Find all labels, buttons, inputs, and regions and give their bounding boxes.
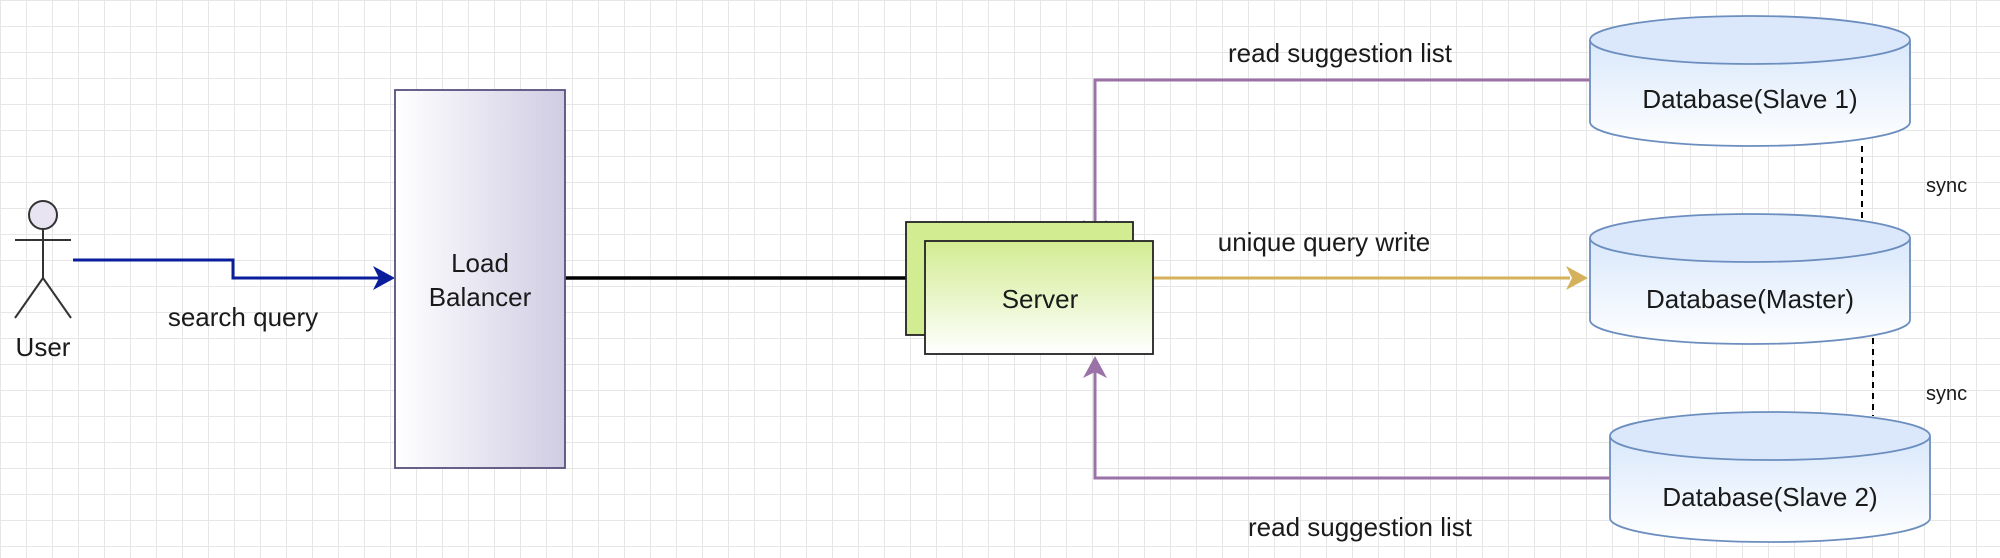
edge-search-query (73, 258, 395, 290)
load-balancer-label-line2: Balancer (429, 282, 532, 312)
server-label: Server (1002, 284, 1079, 314)
edge-read-suggestion-bottom (1083, 356, 1610, 480)
arrowhead-icon (1083, 356, 1107, 378)
db-master-label: Database(Master) (1646, 284, 1854, 314)
edge-unique-query-write (1153, 266, 1588, 290)
db-slave2-node[interactable] (1609, 411, 1931, 543)
read-suggestion-bottom-label: read suggestion list (1248, 512, 1473, 542)
search-query-label: search query (168, 302, 318, 332)
sync-top-label: sync (1926, 175, 1967, 197)
load-balancer-label-line1: Load (451, 248, 509, 278)
user-label: User (16, 332, 71, 362)
read-suggestion-top-label: read suggestion list (1228, 38, 1453, 68)
db-slave1-node[interactable] (1589, 15, 1911, 147)
sync-bottom-label: sync (1926, 383, 1967, 405)
load-balancer-node[interactable] (394, 89, 566, 469)
db-slave1-label: Database(Slave 1) (1642, 84, 1857, 114)
server-node[interactable] (924, 240, 1154, 355)
arrowhead-icon (1566, 266, 1588, 290)
user-actor-icon[interactable] (14, 200, 72, 319)
arrowhead-icon (373, 266, 395, 290)
db-master-node[interactable] (1589, 213, 1911, 345)
edge-read-suggestion-top (1083, 78, 1590, 242)
db-slave2-label: Database(Slave 2) (1662, 482, 1877, 512)
unique-query-write-label: unique query write (1218, 227, 1430, 257)
